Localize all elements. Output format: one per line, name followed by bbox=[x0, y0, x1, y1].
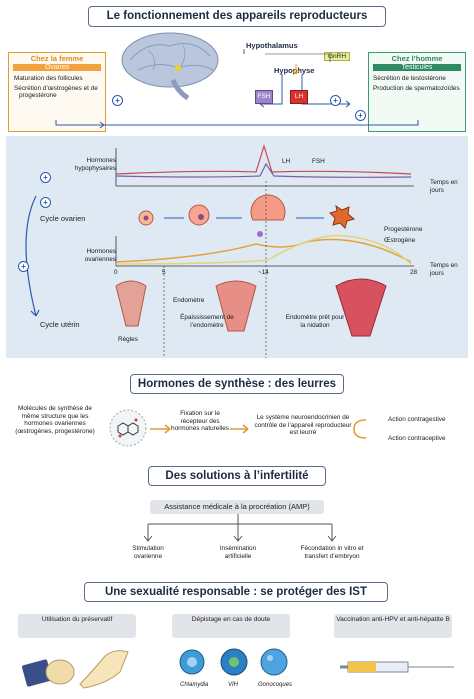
hormones-hypophysaires-label: Hormones hypophysaires bbox=[74, 157, 116, 172]
fsh-badge: FSH bbox=[255, 90, 273, 104]
microbes-illustration bbox=[179, 648, 288, 676]
progesterone-label: Progestérone bbox=[384, 226, 423, 233]
plus-icon: + bbox=[330, 95, 341, 106]
fsh-curve-label: FSH bbox=[312, 158, 325, 165]
femme-header: Chez la femme bbox=[30, 54, 84, 63]
homme-header: Chez l’homme bbox=[391, 54, 443, 63]
molecules-text: Molécules de synthèse de même structure … bbox=[15, 405, 95, 435]
plus-icon: + bbox=[18, 261, 29, 272]
feedback-lines bbox=[55, 120, 419, 129]
action-contragestive: Action contragestive bbox=[388, 416, 446, 423]
homme-item-2: Production de spermatozoïdes bbox=[373, 84, 460, 92]
cycle-ovarien-label: Cycle ovarien bbox=[40, 214, 86, 223]
section2-title: Hormones de synthèse : des leurres bbox=[130, 374, 344, 394]
femme-item-1: Maturation des follicules bbox=[14, 75, 83, 82]
amp-item-3: Fécondation in vitro et transfert d’embr… bbox=[300, 545, 364, 560]
tick-28: 28 bbox=[410, 269, 418, 276]
tick-5: 5 bbox=[162, 269, 166, 276]
hypophyse-label: Hypophyse bbox=[274, 66, 315, 75]
homme-box: Chez l’homme Testicules Sécrétion de tes… bbox=[368, 52, 466, 132]
gnrh-badge: GnRH bbox=[324, 52, 351, 61]
section4-title: Une sexualité responsable : se protéger … bbox=[84, 582, 388, 602]
plus-icon: + bbox=[355, 110, 366, 121]
femme-item-2: Sécrétion d’œstrogènes et de progestéron… bbox=[14, 84, 98, 100]
microbe-label-2: VIH bbox=[228, 682, 239, 688]
endometre-label: Endomètre bbox=[173, 297, 205, 304]
ist-item-1: Utilisation du préservatif bbox=[18, 614, 136, 638]
temps-label-top: Temps en jours bbox=[430, 179, 458, 194]
cycle-graphs bbox=[25, 143, 414, 358]
action-contraceptive: Action contraceptive bbox=[388, 435, 446, 442]
plus-icon: + bbox=[40, 172, 51, 183]
amp-arrows bbox=[143, 514, 337, 542]
microbe-label-1: Chlamydia bbox=[180, 682, 209, 688]
condom-illustration bbox=[22, 650, 129, 689]
hypothalamus-label: Hypothalamus bbox=[246, 41, 298, 50]
tick-0: 0 bbox=[114, 269, 118, 276]
plus-icon: + bbox=[112, 95, 123, 106]
section3-title: Des solutions à l’infertilité bbox=[148, 466, 326, 486]
section1-title: Le fonctionnement des appareils reproduc… bbox=[88, 6, 386, 27]
tick-14: ~14 bbox=[258, 269, 269, 276]
ist-item-2: Dépistage en cas de doute bbox=[172, 614, 290, 638]
lh-badge: LH bbox=[290, 90, 308, 104]
syringe-illustration bbox=[340, 661, 454, 673]
arrows-section2 bbox=[150, 419, 367, 439]
amp-item-1: Stimulation ovarienne bbox=[132, 545, 164, 560]
homme-item-1: Sécrétion de testostérone bbox=[373, 75, 446, 82]
oestrogene-label: Œstrogène bbox=[384, 237, 416, 244]
microbe-label-3: Gonocoques bbox=[258, 682, 293, 688]
molecule-icon bbox=[109, 409, 147, 447]
femme-box: Chez la femme Ovaires Maturation des fol… bbox=[8, 52, 106, 132]
ist-item-3: Vaccination anti-HPV et anti-hépatite B bbox=[334, 614, 452, 638]
brain-illustration bbox=[121, 32, 219, 100]
testicules-bar: Testicules bbox=[373, 64, 461, 71]
hormone-arrows bbox=[243, 49, 351, 108]
amp-bar: Assistance médicale à la procréation (AM… bbox=[150, 500, 324, 514]
fixation-text: Fixation sur le récepteur des hormones n… bbox=[171, 410, 229, 433]
systeme-text: Le système neuroendocrinien de contrôle … bbox=[254, 414, 352, 437]
cycle-uterin-label: Cycle utérin bbox=[40, 320, 80, 329]
hormones-ovariennes-label: Hormones ovariennes bbox=[84, 248, 116, 263]
lh-curve-label: LH bbox=[282, 158, 291, 165]
temps-label-bottom: Temps en jours bbox=[430, 262, 458, 277]
ovaires-bar: Ovaires bbox=[13, 64, 101, 71]
plus-icon: + bbox=[40, 197, 51, 208]
regles-label: Règles bbox=[118, 336, 138, 343]
amp-item-2: Insémination artificielle bbox=[219, 545, 257, 560]
endometre-pret-label: Endomètre prêt pour la nidation bbox=[285, 314, 345, 329]
epaississement-label: Épaississement de l’endomètre bbox=[180, 314, 234, 329]
